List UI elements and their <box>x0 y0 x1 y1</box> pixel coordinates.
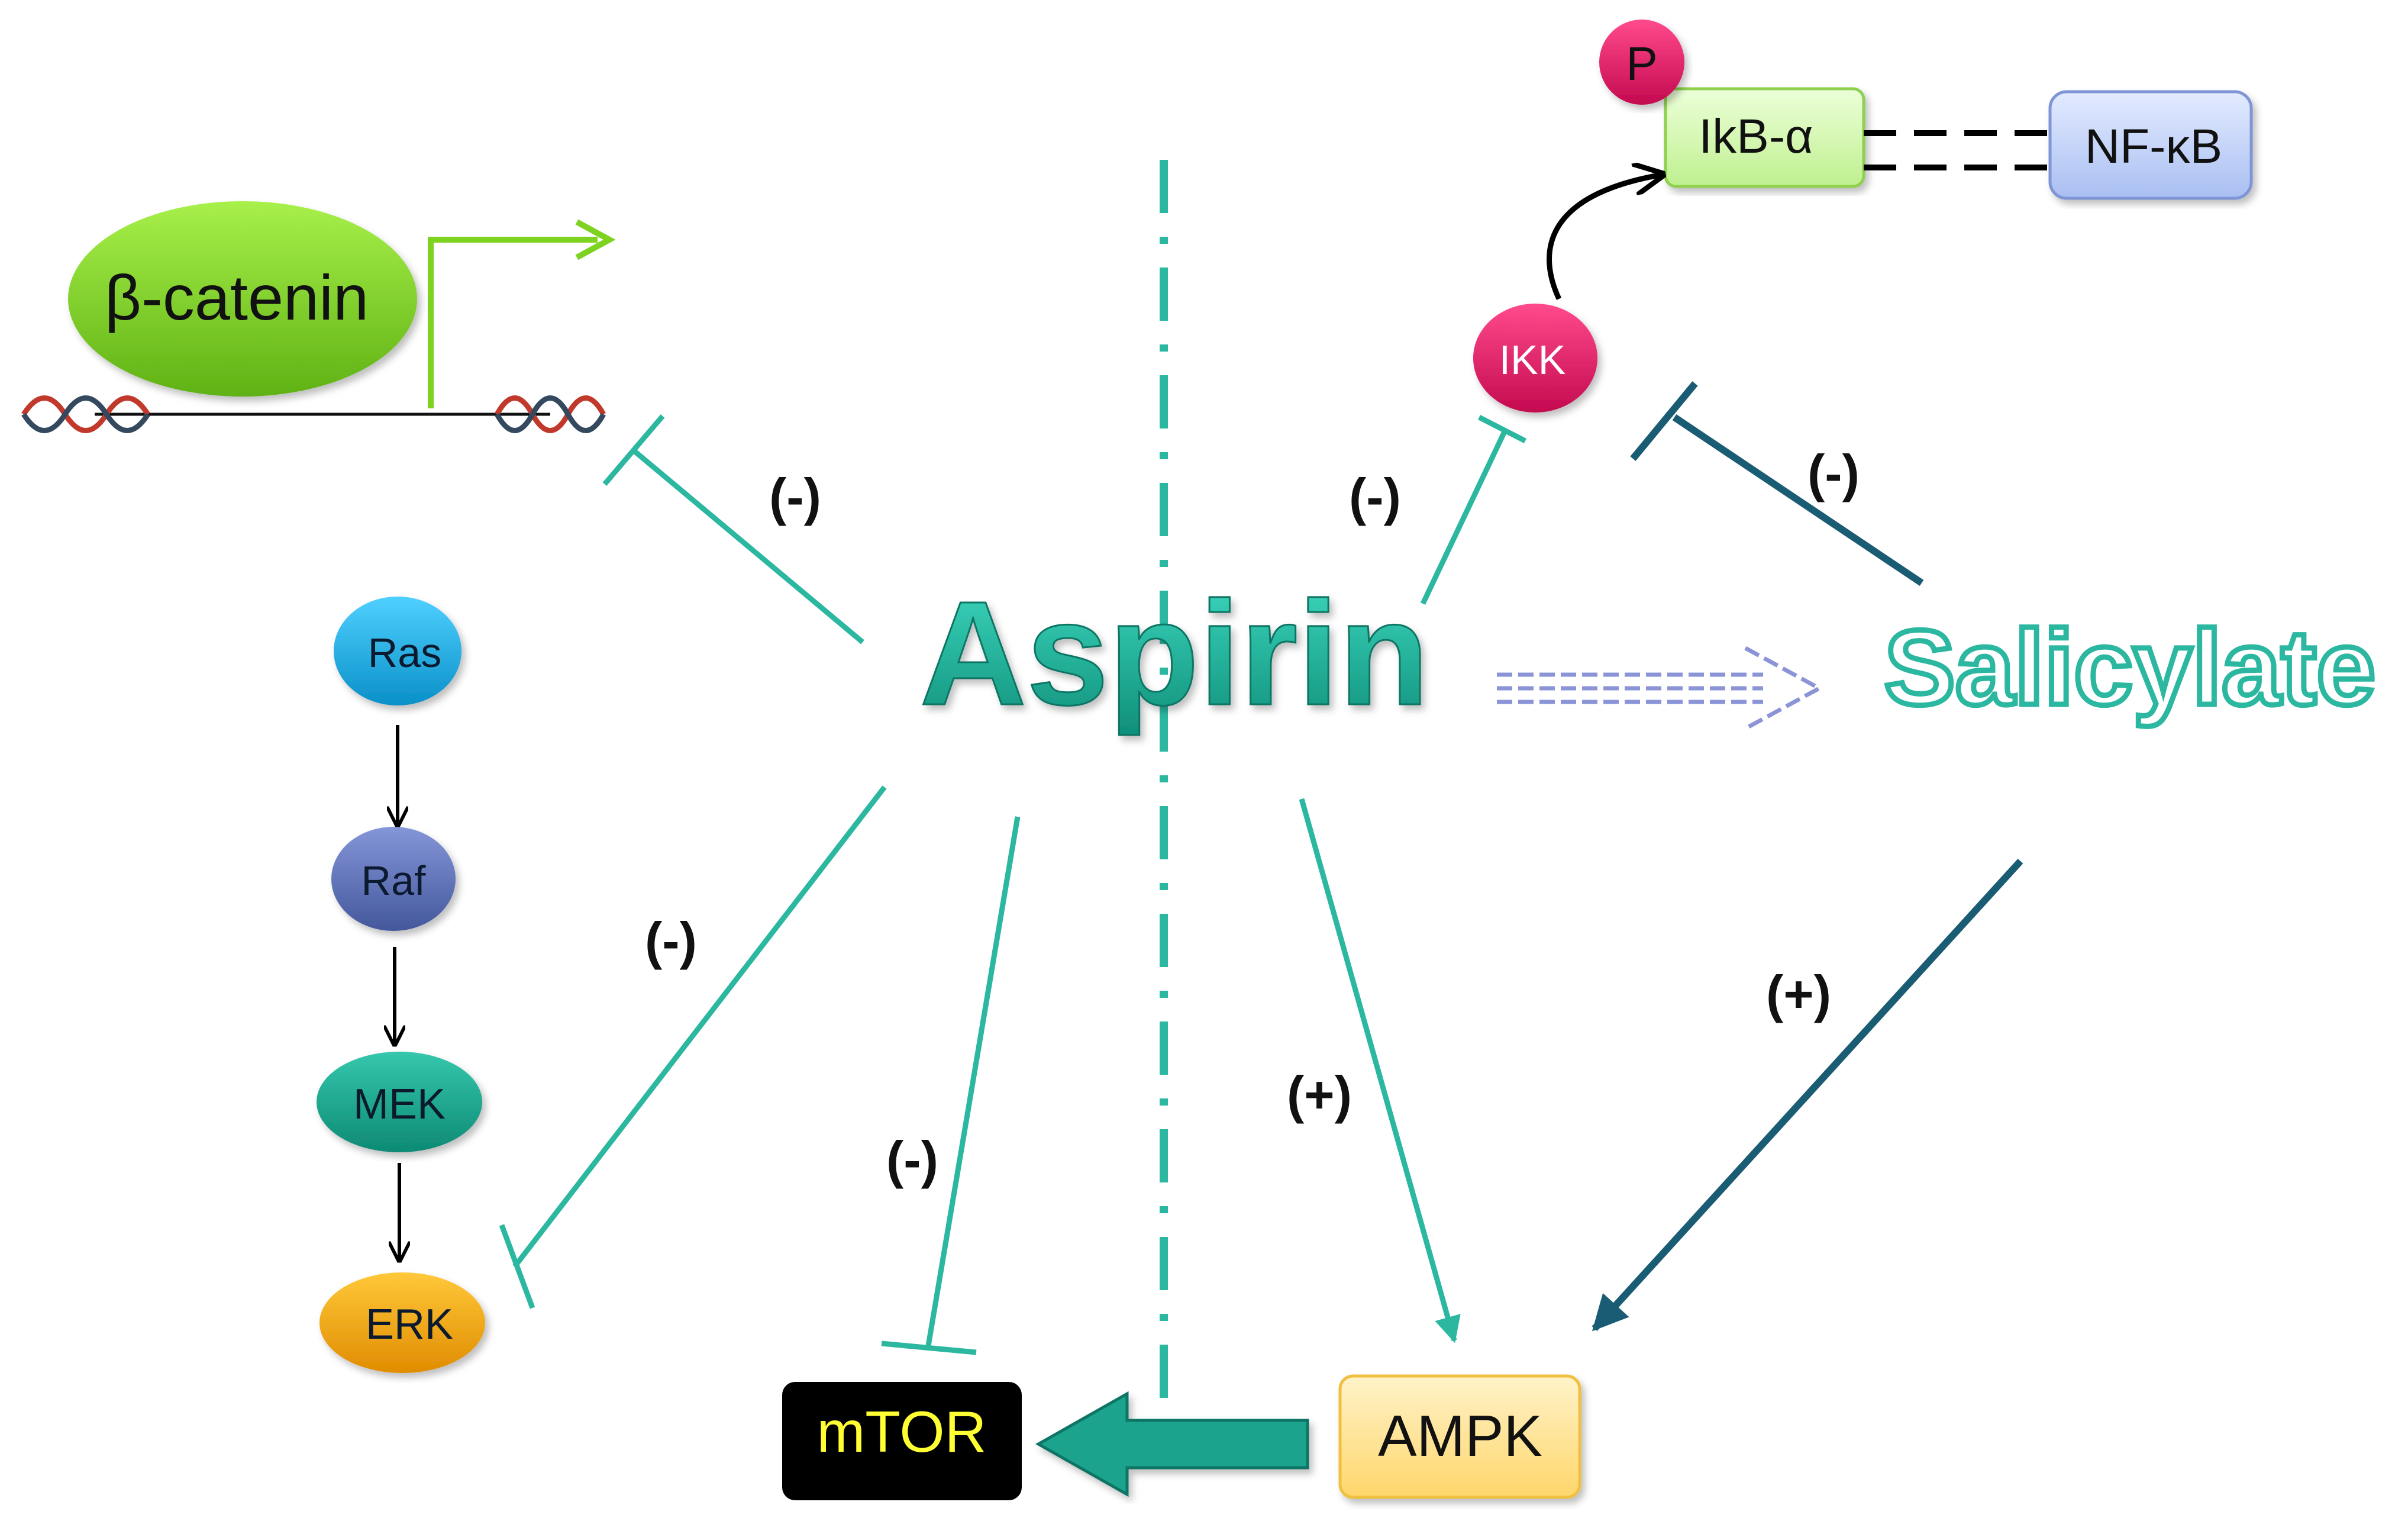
effect-label-aspirin-beta-catenin: (-) <box>769 468 821 526</box>
effect-label-salicylate-ampk: (+) <box>1766 965 1831 1023</box>
ikk-phosphorylates-ikb-arrow <box>1547 175 1663 300</box>
ikb-alpha-label: IkB-α <box>1699 109 1813 163</box>
nf-kb-node <box>2048 90 2253 200</box>
dna-helix-left-icon <box>21 395 150 433</box>
aspirin-inhibits-ikk-line <box>1420 428 1509 605</box>
dna-helix-right-icon <box>495 395 606 433</box>
ras-label: Ras <box>368 630 441 676</box>
phospho-label: P <box>1626 37 1657 90</box>
mtor-label: mTOR <box>817 1399 987 1464</box>
mek-label: MEK <box>353 1081 446 1128</box>
transcription-start-arrow <box>428 237 598 408</box>
aspirin-inhibits-ikk-bar <box>1477 414 1527 444</box>
effect-label-aspirin-erk: (-) <box>645 911 697 970</box>
ikb-alpha-node <box>1664 87 1865 188</box>
aspirin-inhibits-beta-catenin-bar <box>602 414 665 486</box>
salicylate-activates-ampk-arrow <box>1592 858 2023 1332</box>
salicylate-inhibits-ikk-bar <box>1630 381 1698 461</box>
mek-node <box>317 1052 482 1152</box>
phospho-node <box>1599 20 1684 105</box>
nf-kb-label: NF-κB <box>2085 120 2222 173</box>
erk-node <box>319 1272 485 1373</box>
aspirin-inhibits-beta-catenin-line <box>632 449 864 645</box>
raf-node <box>331 827 456 931</box>
effect-label-salicylate-ikk: (-) <box>1807 444 1860 502</box>
aspirin-inhibits-erk-bar <box>499 1224 535 1309</box>
ikb-nfkb-binding <box>1864 130 2056 170</box>
effect-label-aspirin-mtor: (-) <box>886 1130 938 1189</box>
transcription-arrow-head <box>575 219 616 260</box>
dna-strand <box>21 395 606 433</box>
aspirin-inhibits-mtor-line <box>925 816 1021 1350</box>
aspirin-to-salicylate-arrow <box>1497 646 1824 731</box>
salicylate-label: Salicylate <box>1884 608 2376 727</box>
mtor-node <box>782 1382 1022 1500</box>
salicylate-inhibits-ikk-line <box>1672 414 1924 586</box>
raf-label: Raf <box>361 858 426 904</box>
aspirin-label: Aspirin <box>919 571 1429 736</box>
aspirin-inhibits-mtor-bar <box>881 1340 977 1355</box>
ampk-label: AMPK <box>1378 1403 1542 1468</box>
aspirin-inhibits-erk-line <box>512 785 887 1268</box>
erk-label: ERK <box>366 1301 453 1348</box>
effect-label-aspirin-ampk: (+) <box>1287 1065 1352 1124</box>
ikk-label: IKK <box>1499 337 1566 383</box>
ikk-node <box>1473 304 1597 413</box>
beta-catenin-node <box>68 201 417 397</box>
ampk-to-mtor-block-arrow <box>1035 1391 1309 1497</box>
effect-label-aspirin-ikk: (-) <box>1349 468 1401 526</box>
beta-catenin-label: β-catenin <box>105 262 369 333</box>
ras-node <box>334 597 461 705</box>
aspirin-activates-ampk-arrow <box>1299 798 1461 1343</box>
ampk-node <box>1338 1374 1581 1499</box>
